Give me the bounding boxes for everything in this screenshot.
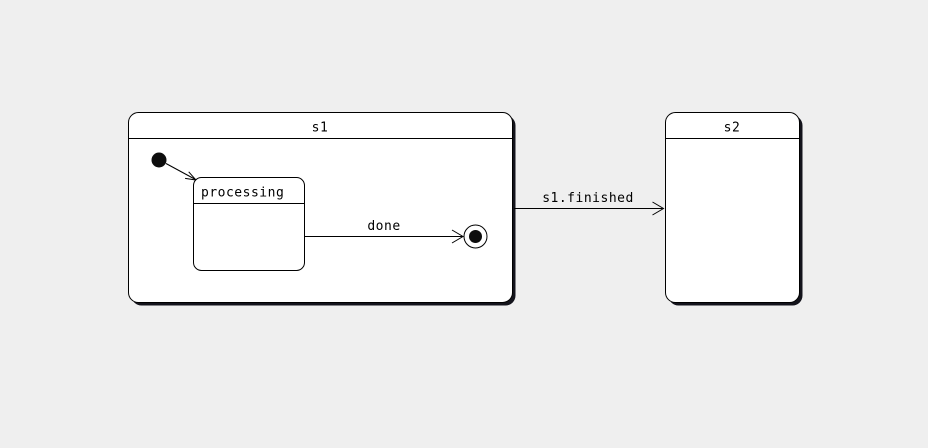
state-processing-label: processing (201, 186, 284, 201)
transition-processing-to-final[interactable]: done (304, 219, 464, 244)
state-processing-body[interactable] (193, 177, 305, 271)
state-s2: s2 (665, 112, 803, 306)
transition-initial-line[interactable] (165, 163, 196, 180)
transition-s1-to-s2[interactable]: s1.finished (514, 191, 665, 216)
state-processing: processing (193, 177, 305, 271)
transition-s1-finished-label: s1.finished (542, 191, 634, 206)
state-s1-body[interactable] (128, 112, 513, 303)
transition-done-label: done (367, 219, 400, 234)
final-state-inner-dot (469, 230, 482, 243)
final-state[interactable] (463, 224, 488, 249)
transition-s1-finished-arrowhead-icon (652, 201, 665, 216)
state-s2-label: s2 (724, 121, 741, 136)
state-s2-body[interactable] (665, 112, 800, 303)
state-s1: s1 (128, 112, 516, 306)
transition-done-arrowhead-icon (451, 229, 464, 244)
state-s1-label: s1 (312, 121, 329, 136)
initial-state-dot[interactable] (151, 152, 167, 168)
